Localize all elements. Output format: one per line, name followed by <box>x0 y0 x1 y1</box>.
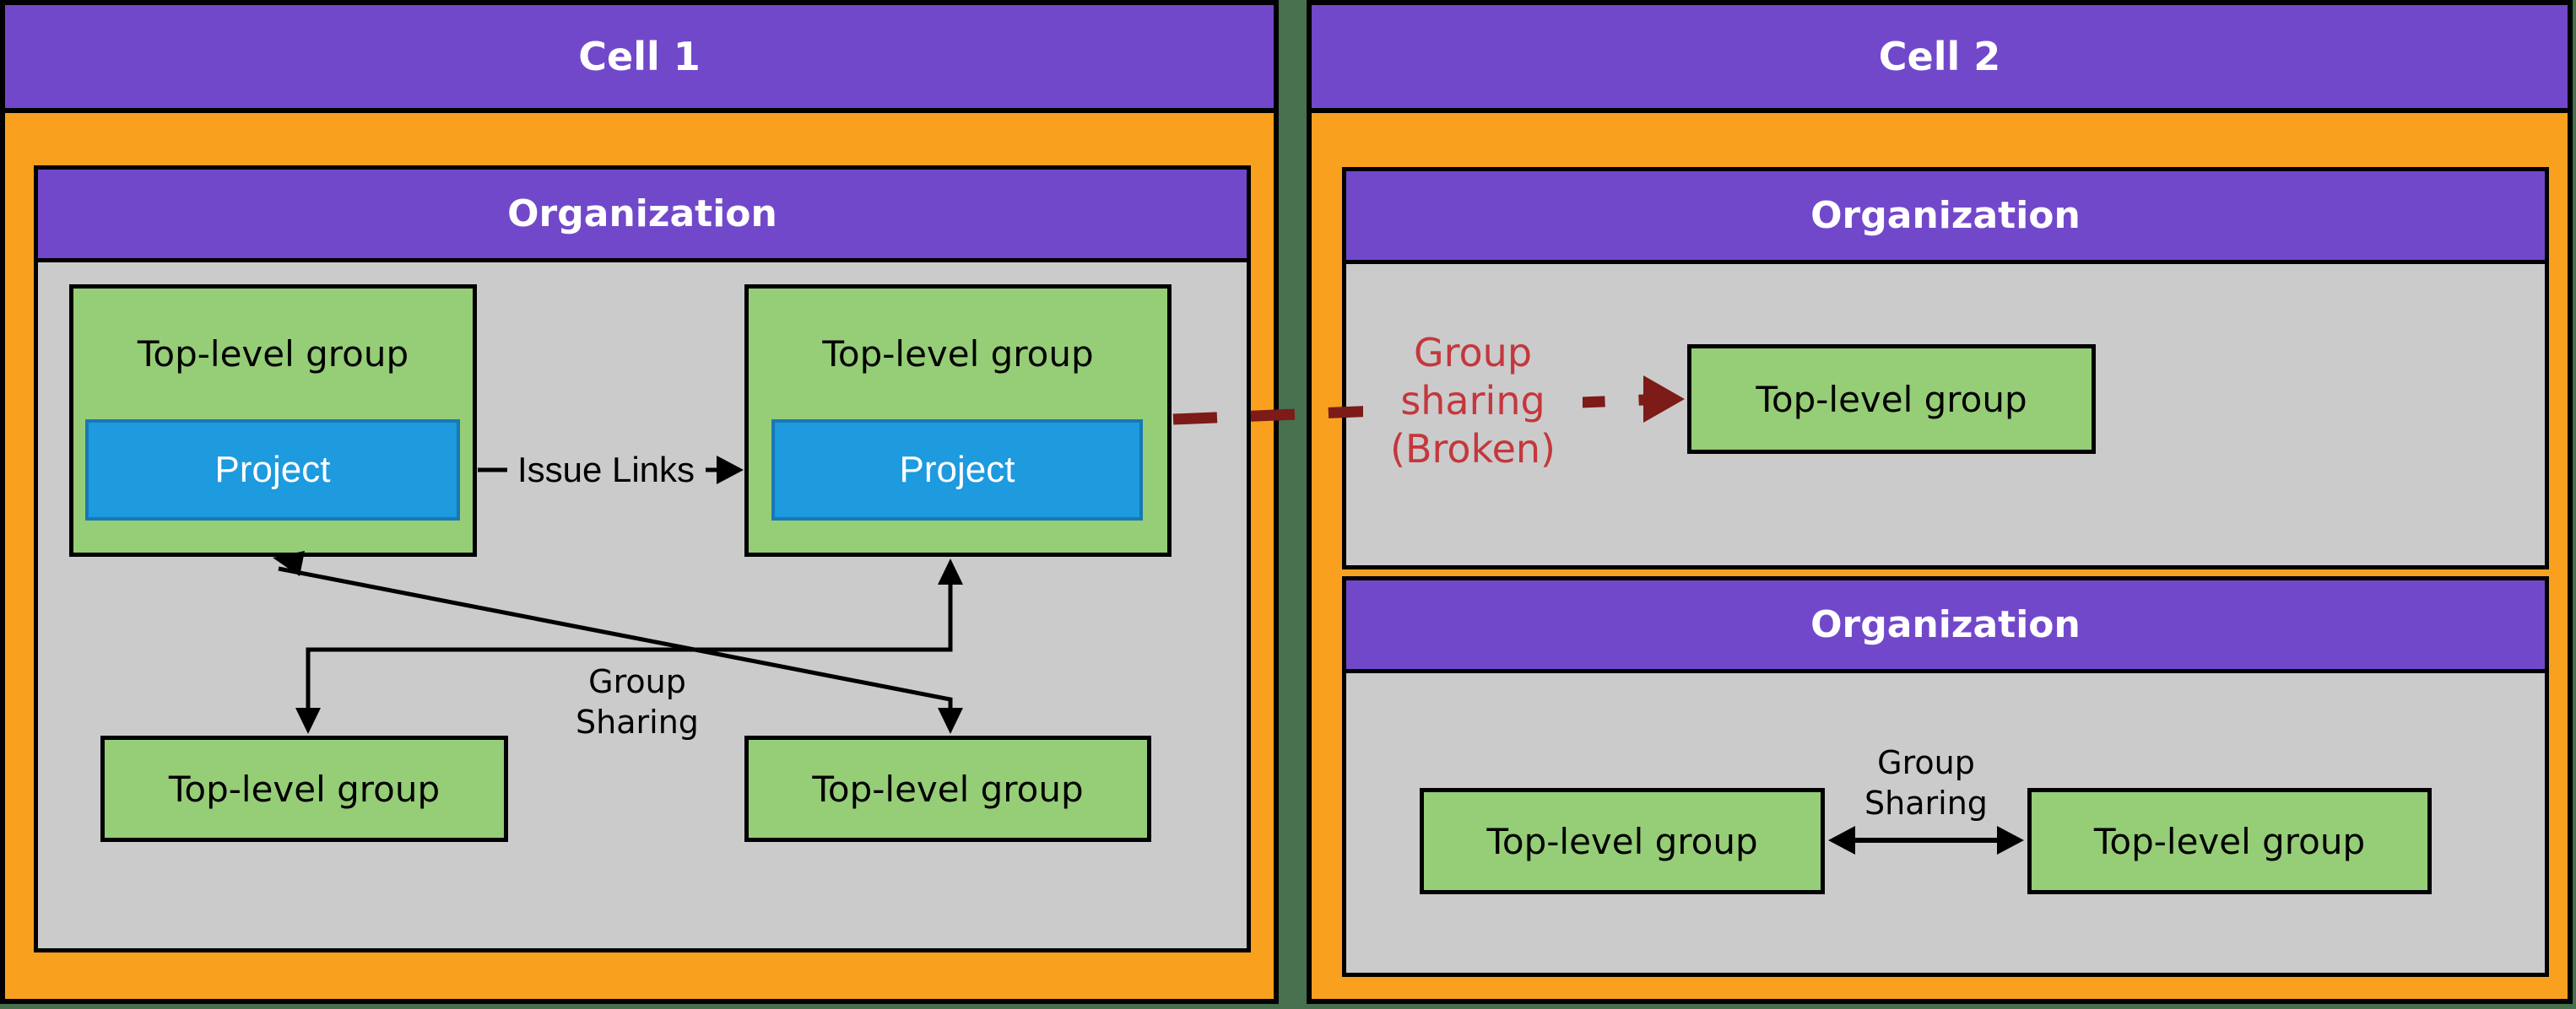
issue-links-label: Issue Links <box>517 450 695 489</box>
cell1-bottom-right-group-label: Top-level group <box>812 768 1084 810</box>
cell2-bottom-org-left-group-label: Top-level group <box>1486 820 1758 862</box>
cell1-bottom-left-group-label: Top-level group <box>168 768 441 810</box>
cell2-organization-bottom-header: Organization <box>1346 580 2545 673</box>
cell2-bottom-org-right-group-label: Top-level group <box>2093 820 2366 862</box>
cell-2-header: Cell 2 <box>1312 5 2568 113</box>
cell1-top-left-group-label: Top-level group <box>137 333 409 375</box>
cell2-bottom-org-left-group-box: Top-level group <box>1420 788 1825 894</box>
cell2-organization-bottom-title: Organization <box>1810 603 2081 646</box>
cell2-group-sharing-label: Group Sharing <box>1864 744 1988 822</box>
cell1-right-project-box: Project <box>771 419 1143 521</box>
cell2-top-org-group-box: Top-level group <box>1687 344 2096 454</box>
cell2-organization-top-header: Organization <box>1346 171 2545 264</box>
cell1-bottom-left-group-box: Top-level group <box>100 736 508 842</box>
cell2-organization-top-title: Organization <box>1810 194 2081 237</box>
cell1-left-project-label: Project <box>214 449 331 490</box>
broken-group-sharing-label: Group sharing (Broken) <box>1363 328 1583 473</box>
cell1-organization-title: Organization <box>507 192 777 235</box>
cell1-top-right-group-label: Top-level group <box>822 333 1094 375</box>
cell1-group-sharing-label: Group Sharing <box>576 663 699 741</box>
cell2-bottom-org-right-group-box: Top-level group <box>2027 788 2432 894</box>
cell2-organization-bottom-box: Organization <box>1342 576 2549 977</box>
cell-1-header: Cell 1 <box>5 5 1274 113</box>
cell1-bottom-right-group-box: Top-level group <box>744 736 1151 842</box>
cell1-left-project-box: Project <box>85 419 460 521</box>
cell1-right-project-label: Project <box>899 449 1015 490</box>
cell-1-title: Cell 1 <box>578 34 701 79</box>
cell1-organization-header: Organization <box>38 170 1247 262</box>
cell2-top-org-group-label: Top-level group <box>1756 378 2027 420</box>
cell-2-title: Cell 2 <box>1878 34 2001 79</box>
